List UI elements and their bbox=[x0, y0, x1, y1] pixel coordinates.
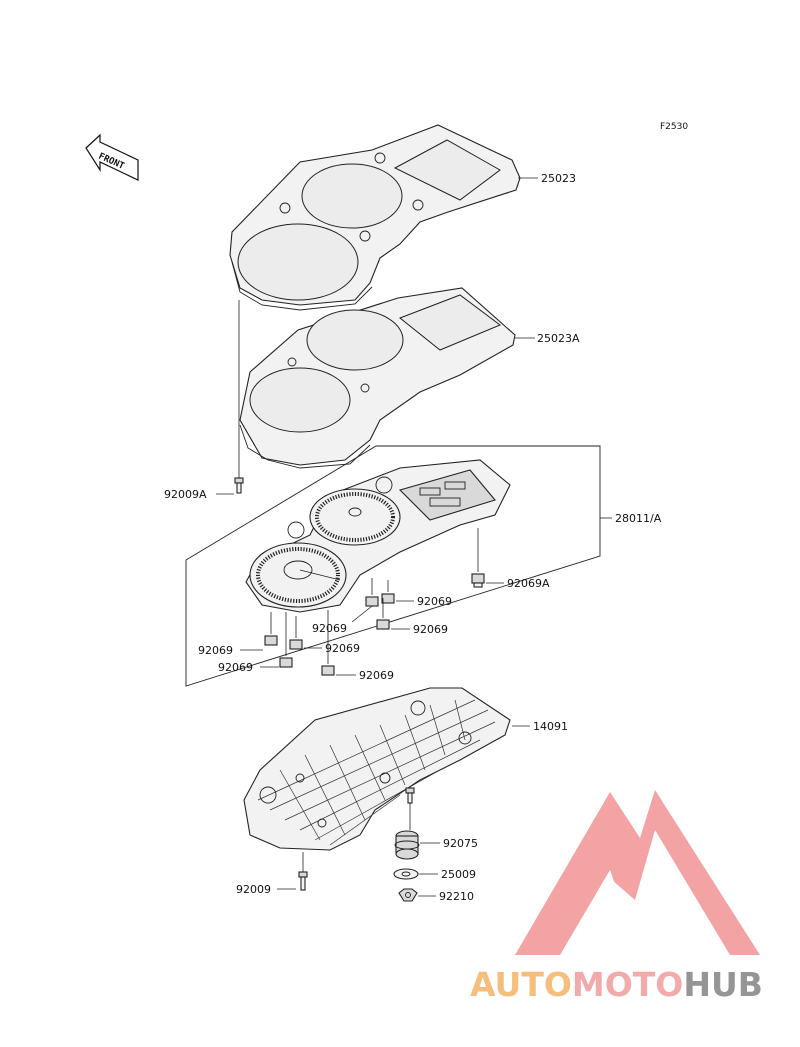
label-25009: 25009 bbox=[441, 868, 476, 881]
meter-assembly bbox=[245, 459, 511, 613]
label-92069-g: 92069 bbox=[359, 669, 394, 682]
meter-cover-lower bbox=[239, 287, 516, 469]
label-92009A: 92009A bbox=[164, 488, 207, 501]
logo-moto: MOTO bbox=[572, 965, 683, 1004]
label-92009: 92009 bbox=[236, 883, 271, 896]
label-92069-a: 92069 bbox=[417, 595, 452, 608]
nut-92069-g-icon bbox=[321, 610, 335, 676]
screw-92009A-icon bbox=[234, 477, 244, 494]
automotohub-logo: AUTOMOTOHUB bbox=[470, 790, 763, 1004]
logo-text: AUTOMOTOHUB bbox=[470, 965, 763, 1004]
logo-triangle-icon bbox=[515, 790, 760, 955]
stud-bolt-icon bbox=[405, 787, 415, 830]
label-25023: 25023 bbox=[541, 172, 576, 185]
label-92069-b: 92069 bbox=[312, 622, 347, 635]
nut-92069-c-icon bbox=[376, 598, 390, 630]
label-28011A: 28011/A bbox=[615, 512, 662, 525]
screw-92009-icon bbox=[298, 871, 308, 891]
assembly-boundary-28011A bbox=[185, 445, 601, 687]
nut-92069-f-icon bbox=[279, 612, 293, 668]
leader-92069-b bbox=[351, 605, 373, 623]
label-92069-c: 92069 bbox=[413, 623, 448, 636]
label-92069-d: 92069 bbox=[198, 644, 233, 657]
nut-92069-b-icon bbox=[365, 578, 379, 607]
label-92210: 92210 bbox=[439, 890, 474, 903]
label-14091: 14091 bbox=[533, 720, 568, 733]
washer-25009-icon bbox=[393, 868, 419, 880]
nut-92069A-icon bbox=[471, 528, 485, 588]
label-92069-e: 92069 bbox=[325, 642, 360, 655]
nut-92069-e-icon bbox=[289, 616, 303, 650]
logo-hub: HUB bbox=[683, 965, 763, 1004]
figure-code: F2530 bbox=[660, 122, 688, 132]
nut-92210-icon bbox=[398, 888, 418, 902]
grommet-92075-icon bbox=[394, 830, 420, 860]
nut-92069-a-icon bbox=[381, 580, 395, 604]
front-arrow-icon: FRONT bbox=[85, 133, 139, 181]
meter-case-14091 bbox=[243, 687, 511, 851]
label-92075: 92075 bbox=[443, 837, 478, 850]
label-25023A: 25023A bbox=[537, 332, 580, 345]
nut-92069-d-icon bbox=[264, 612, 278, 646]
label-92069-f: 92069 bbox=[218, 661, 253, 674]
label-92069A: 92069A bbox=[507, 577, 550, 590]
logo-auto: AUTO bbox=[470, 965, 572, 1004]
meter-cover-upper bbox=[229, 124, 521, 311]
